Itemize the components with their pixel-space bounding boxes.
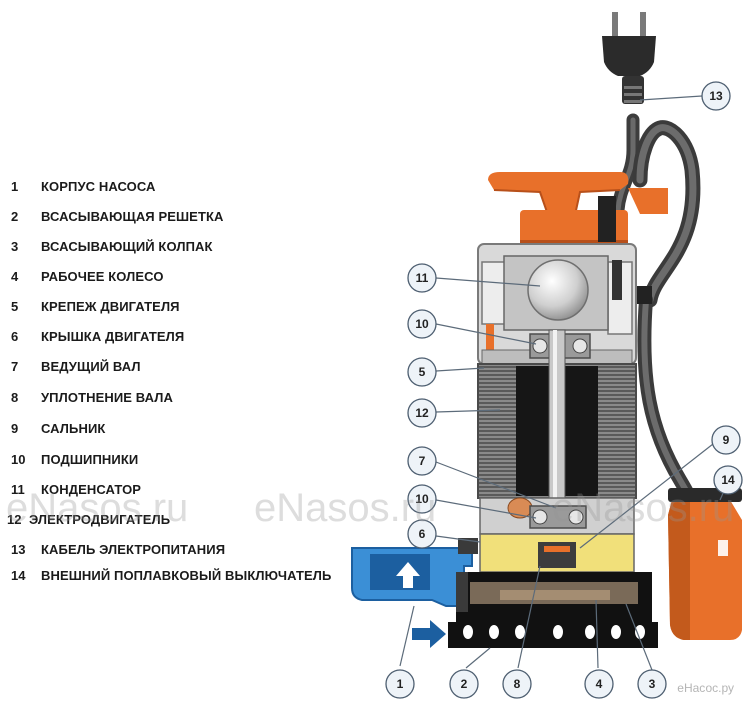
callout-1: 1 (385, 669, 415, 699)
float-switch (668, 488, 742, 640)
oil-chamber (479, 533, 635, 573)
legend-label: КОРПУС НАСОСА (41, 179, 156, 194)
legend-number: 8 (11, 390, 19, 405)
legend-label: САЛЬНИК (41, 421, 106, 436)
callout-label: 3 (649, 677, 656, 691)
legend-number: 1 (11, 179, 19, 194)
callout-label: 13 (709, 89, 723, 103)
legend-label: КОНДЕНСАТОР (41, 482, 142, 497)
legend-label: ПОДШИПНИКИ (41, 452, 139, 467)
legend-number: 7 (11, 359, 19, 374)
callout-9: 9 (711, 425, 741, 455)
pump-housing (456, 572, 652, 630)
legend-number: 10 (11, 452, 26, 467)
callout-10-lower: 10 (407, 484, 437, 514)
legend-label: КРЕПЕЖ ДВИГАТЕЛЯ (41, 299, 180, 314)
discharge-outlet (351, 538, 478, 607)
legend-label: ВСАСЫВАЮЩИЙ КОЛПАК (41, 239, 213, 254)
callout-6: 6 (407, 519, 437, 549)
parts-legend: 1 КОРПУС НАСОСА 2 ВСАСЫВАЮЩАЯ РЕШЕТКА 3 ВСА… (7, 179, 332, 583)
callout-label: 1 (397, 677, 404, 691)
callout-5: 5 (407, 357, 437, 387)
callout-leaders (399, 95, 729, 671)
callout-13: 13 (701, 81, 731, 111)
motor-cover (479, 497, 635, 535)
callout-11: 11 (407, 263, 437, 293)
callout-label: 10 (415, 492, 429, 506)
callout-markers: 13 11 10 5 12 9 7 14 10 6 1 2 8 4 3 (385, 81, 743, 699)
legend-label: ВСАСЫВАЮЩАЯ РЕШЕТКА (41, 209, 224, 224)
callout-label: 8 (514, 677, 521, 691)
legend-number: 5 (11, 299, 19, 314)
legend-number: 4 (11, 269, 19, 284)
callout-12: 12 (407, 398, 437, 428)
inflow-arrow-icon (412, 620, 446, 648)
legend-number: 14 (11, 568, 26, 583)
callout-label: 4 (596, 677, 603, 691)
callout-8: 8 (502, 669, 532, 699)
legend-label: ВНЕШНИЙ ПОПЛАВКОВЫЙ ВЫКЛЮЧАТЕЛЬ (41, 568, 332, 583)
callout-label: 7 (419, 454, 426, 468)
power-cable (611, 113, 640, 217)
callout-3: 3 (637, 669, 667, 699)
callout-label: 9 (723, 433, 730, 447)
callout-2: 2 (449, 669, 479, 699)
legend-label: КРЫШКА ДВИГАТЕЛЯ (41, 329, 185, 344)
legend-number: 12 (7, 512, 22, 527)
suction-grate (448, 622, 658, 648)
watermark-corner: eНасос.ру (677, 681, 734, 695)
callout-label: 6 (419, 527, 426, 541)
callout-label: 2 (461, 677, 468, 691)
legend-label: УПЛОТНЕНИЕ ВАЛА (41, 390, 173, 405)
legend-label: ЭЛЕКТРОДВИГАТЕЛЬ (29, 512, 171, 527)
callout-label: 14 (721, 473, 735, 487)
power-plug-icon (602, 12, 656, 104)
legend-label: КАБЕЛЬ ЭЛЕКТРОПИТАНИЯ (41, 542, 226, 557)
legend-number: 2 (11, 209, 19, 224)
legend-number: 9 (11, 421, 19, 436)
legend-label: ВЕДУЩИЙ ВАЛ (41, 359, 141, 374)
callout-label: 5 (419, 365, 426, 379)
callout-4: 4 (584, 669, 614, 699)
callout-14: 14 (713, 465, 743, 495)
legend-number: 11 (11, 482, 25, 497)
legend-number: 13 (11, 542, 26, 557)
legend-label: РАБОЧЕЕ КОЛЕСО (41, 269, 164, 284)
legend-number: 3 (11, 239, 19, 254)
legend-number: 6 (11, 329, 19, 344)
callout-label: 11 (416, 271, 429, 285)
callout-label: 12 (415, 406, 429, 420)
callout-7: 7 (407, 446, 437, 476)
callout-label: 10 (415, 317, 429, 331)
capacitor (527, 259, 589, 321)
callout-10: 10 (407, 309, 437, 339)
